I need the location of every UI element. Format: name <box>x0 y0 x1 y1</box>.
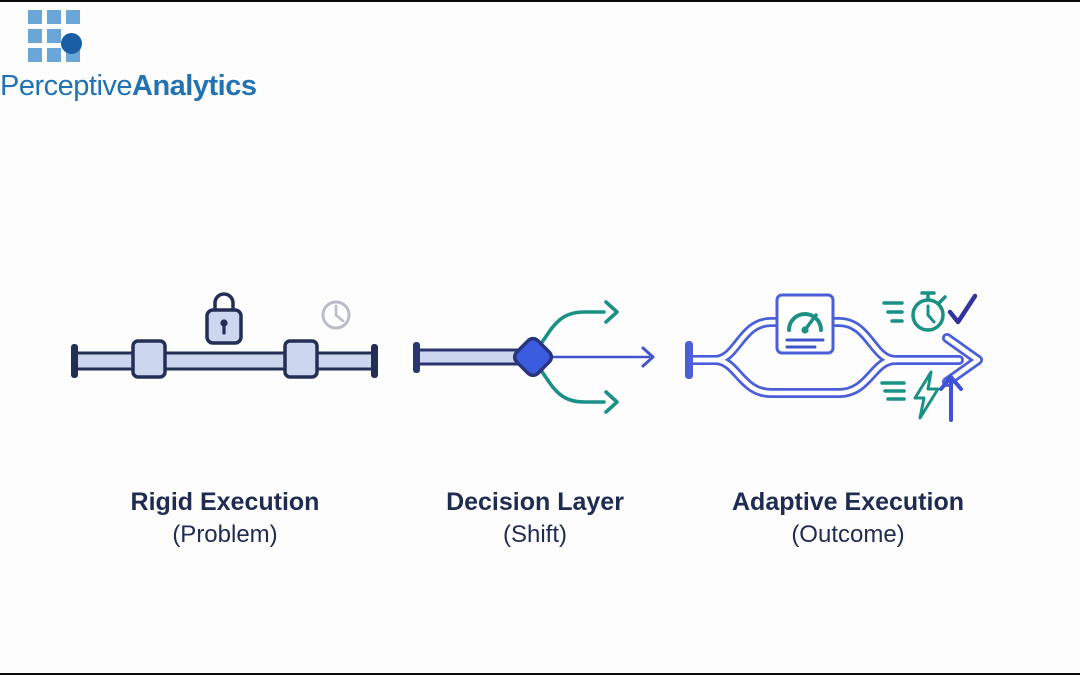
track-left-cap <box>71 344 78 378</box>
panel-subtitle: (Problem) <box>172 520 278 548</box>
rigid-track-bar <box>73 351 376 371</box>
decision-branch-graphic <box>413 300 655 414</box>
panel-subtitle: (Shift) <box>502 520 567 548</box>
stopwatch-icon <box>882 291 947 332</box>
incoming-track-cap <box>413 342 420 373</box>
up-arrow-icon <box>939 375 963 422</box>
logo-dot-icon <box>61 33 82 54</box>
brand-name-regular: Perceptive <box>0 70 133 102</box>
branch-up-arrow-icon <box>538 300 619 347</box>
caption-decision-layer: Decision Layer (Shift) <box>400 486 670 551</box>
panel-subtitle: (Outcome) <box>791 520 905 548</box>
decision-diamond-icon <box>512 336 554 378</box>
gauge-card-icon <box>775 293 835 355</box>
track-right-cap <box>371 344 378 378</box>
fixed-node-left <box>131 339 167 379</box>
adaptive-track-cap <box>685 341 693 379</box>
adaptive-path-graphic <box>685 291 983 422</box>
branch-straight-arrow-icon <box>548 346 655 368</box>
brand-name: PerceptiveAnalytics <box>0 70 257 103</box>
clock-icon <box>321 300 351 330</box>
lock-icon <box>205 292 243 345</box>
lightning-icon <box>880 370 940 420</box>
bottom-border <box>0 673 1080 675</box>
branch-down-arrow-icon <box>538 367 619 414</box>
incoming-track-bar <box>414 348 526 366</box>
caption-adaptive-execution: Adaptive Execution (Outcome) <box>688 486 1008 551</box>
check-icon <box>947 293 978 325</box>
panel-title: Rigid Execution <box>130 488 320 516</box>
top-border <box>0 0 1080 2</box>
fixed-node-right <box>283 339 319 379</box>
rigid-track-graphic <box>71 292 378 379</box>
panel-title: Decision Layer <box>446 488 624 516</box>
caption-rigid-execution: Rigid Execution (Problem) <box>60 486 390 551</box>
adaptive-execution-figure <box>675 280 995 430</box>
rigid-execution-figure <box>60 280 390 425</box>
panel-title: Adaptive Execution <box>732 488 964 516</box>
brand-name-bold: Analytics <box>132 70 257 102</box>
decision-layer-figure <box>400 285 670 430</box>
